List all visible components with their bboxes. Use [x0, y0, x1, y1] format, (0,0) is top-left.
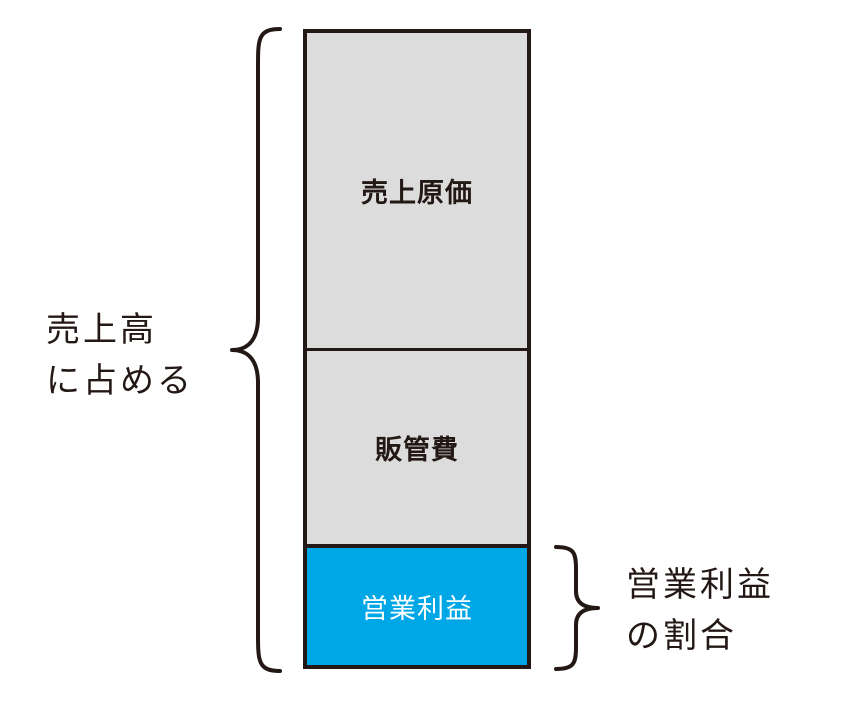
segment-sga-label: 販管費	[375, 435, 459, 466]
right-annotation-line2: の割合	[626, 616, 737, 656]
right-annotation-line1: 営業利益	[626, 565, 774, 605]
segment-cost-of-sales: 売上原価	[307, 33, 527, 351]
left-annotation: 売上高 に占める	[46, 305, 194, 407]
right-annotation: 営業利益 の割合	[626, 560, 774, 662]
segment-sga: 販管費	[307, 351, 527, 548]
segment-cost-of-sales-label: 売上原価	[361, 178, 473, 209]
cost-structure-stack: 売上原価 販管費 営業利益	[303, 29, 531, 669]
left-annotation-line1: 売上高	[46, 310, 157, 350]
segment-operating-profit: 営業利益	[307, 548, 527, 665]
left-brace-icon	[230, 27, 282, 673]
segment-operating-profit-label: 営業利益	[361, 594, 473, 625]
right-brace-icon	[554, 545, 600, 671]
left-annotation-line2: に占める	[46, 361, 194, 401]
